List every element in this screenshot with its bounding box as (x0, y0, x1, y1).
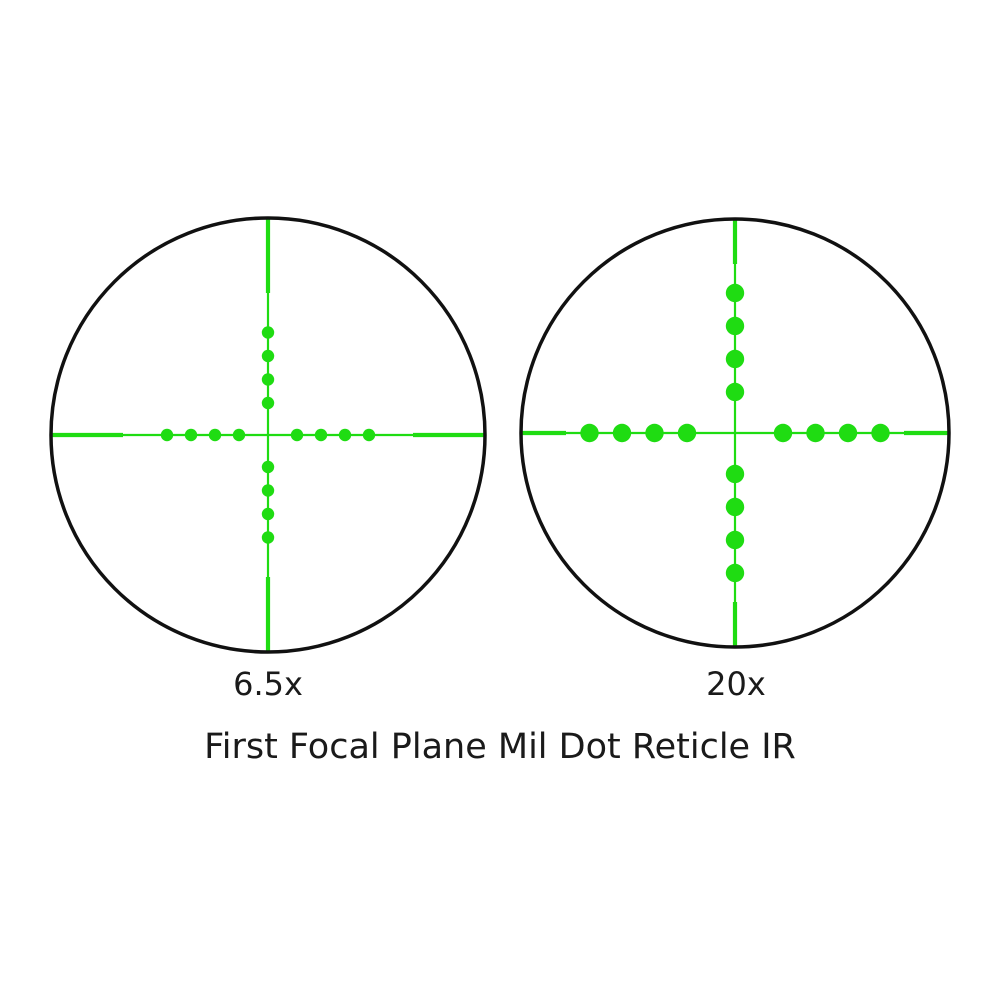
mil-dot-bottom-2 (261, 484, 275, 497)
diagram-title: First Focal Plane Mil Dot Reticle IR (204, 727, 796, 767)
mil-dot-right-2 (314, 428, 328, 442)
mil-dot-left-4 (580, 423, 599, 443)
mil-dot-right-4 (871, 423, 890, 443)
mil-dot-left-3 (612, 423, 632, 443)
mil-dot-bottom-4 (725, 563, 745, 583)
scope-view-20x (519, 217, 951, 649)
scope-view-6-5x (49, 216, 487, 654)
mil-dot-bottom-4 (261, 531, 275, 544)
mil-dot-left-2 (208, 428, 222, 442)
mil-dot-right-1 (290, 428, 304, 442)
mil-dot-top-4 (725, 283, 745, 303)
mil-dot-top-3 (261, 349, 275, 363)
magnification-label-6-5x: 6.5x (233, 665, 303, 703)
mil-dot-bottom-2 (725, 497, 745, 517)
mil-dot-right-3 (838, 423, 858, 443)
mil-dot-right-1 (773, 423, 793, 443)
mil-dot-bottom-3 (261, 507, 275, 521)
mil-dot-top-2 (725, 349, 745, 369)
mil-dot-left-3 (184, 428, 198, 442)
mil-dot-right-3 (338, 428, 352, 442)
mil-dot-top-1 (725, 382, 745, 402)
mil-dot-right-2 (806, 423, 825, 443)
mil-dot-top-1 (261, 396, 275, 410)
mil-dot-top-4 (261, 326, 275, 339)
mil-dot-left-1 (677, 423, 697, 443)
mil-dot-bottom-3 (725, 530, 745, 550)
mil-dot-bottom-1 (725, 464, 745, 484)
mil-dot-right-4 (362, 428, 376, 442)
mil-dot-left-2 (645, 423, 664, 443)
mil-dot-top-2 (261, 373, 275, 386)
scope-ring (519, 217, 951, 649)
magnification-label-20x: 20x (706, 665, 766, 703)
mil-dot-bottom-1 (261, 460, 275, 474)
mil-dot-left-4 (160, 428, 174, 442)
scope-ring (49, 216, 487, 654)
mil-dot-top-3 (725, 316, 745, 336)
mil-dot-left-1 (232, 428, 246, 442)
